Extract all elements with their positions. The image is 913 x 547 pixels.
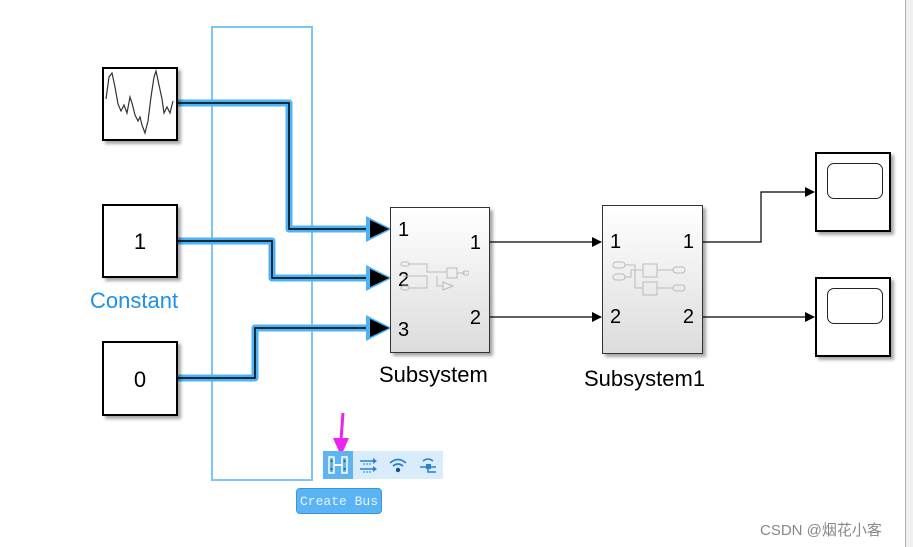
signal-line-sine[interactable] xyxy=(178,99,392,242)
output-port-label: 1 xyxy=(682,231,694,253)
bus-selector-button[interactable] xyxy=(353,451,383,479)
goto-from-icon xyxy=(389,458,407,473)
input-port-label: 1 xyxy=(610,231,622,253)
scope-screen-icon xyxy=(827,288,883,324)
connect-signal-button[interactable] xyxy=(413,451,443,479)
scope-block-2[interactable] xyxy=(815,277,891,357)
goto-from-button[interactable] xyxy=(383,451,413,479)
constant-block-1[interactable]: 1 xyxy=(102,204,178,278)
input-port-label: 2 xyxy=(610,306,622,328)
output-port-label: 1 xyxy=(469,232,481,254)
annotation-arrow xyxy=(333,412,349,456)
signal-line-sub1-out1[interactable] xyxy=(703,187,815,243)
output-port-label: 2 xyxy=(469,307,481,329)
subsystem-label[interactable]: Subsystem xyxy=(379,362,488,387)
waveform-icon xyxy=(105,68,174,136)
create-bus-button[interactable] xyxy=(323,451,353,479)
constant-block-0[interactable]: 0 xyxy=(102,341,178,416)
connect-signal-icon xyxy=(420,458,436,473)
constant-label[interactable]: Constant xyxy=(90,288,179,313)
input-port-label: 1 xyxy=(398,219,410,241)
signal-action-toolbar xyxy=(323,451,443,479)
scope-block-1[interactable] xyxy=(815,152,891,232)
constant-value: 1 xyxy=(133,229,147,254)
create-bus-icon xyxy=(328,456,348,474)
subsystem1-block[interactable]: 1 2 1 2 xyxy=(602,205,703,354)
signal-generator-block[interactable] xyxy=(102,67,178,141)
subsystem-contents-icon xyxy=(612,261,686,296)
input-port-label: 2 xyxy=(398,269,410,291)
create-bus-tooltip: Create Bus xyxy=(296,488,382,514)
subsystem-contents-icon xyxy=(400,261,469,291)
watermark: CSDN @烟花小客 xyxy=(760,522,882,539)
selection-rectangle[interactable] xyxy=(211,26,313,481)
subsystem-block[interactable]: 1 2 3 1 2 xyxy=(390,207,490,353)
scope-screen-icon xyxy=(827,163,883,199)
constant-value: 0 xyxy=(133,367,147,392)
vertical-scrollbar[interactable] xyxy=(905,0,913,547)
input-port-label: 3 xyxy=(398,319,410,341)
output-port-label: 2 xyxy=(682,306,694,328)
signal-line-constant1[interactable] xyxy=(178,237,392,291)
subsystem1-label[interactable]: Subsystem1 xyxy=(584,366,706,391)
signal-line-constant0[interactable] xyxy=(178,315,392,382)
bus-selector-icon xyxy=(360,458,377,473)
